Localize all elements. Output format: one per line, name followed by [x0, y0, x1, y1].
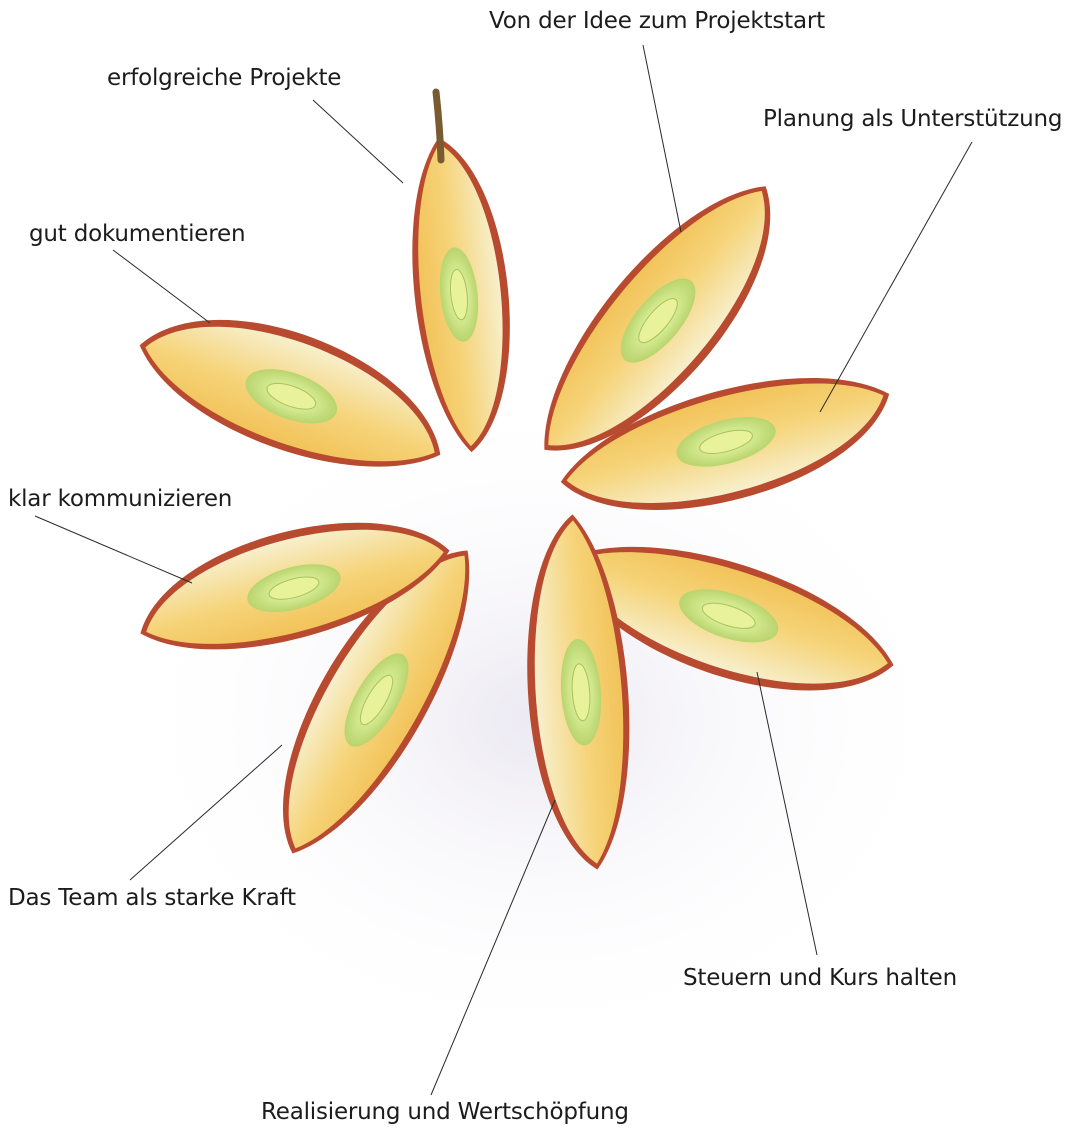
leader-line-team	[130, 745, 282, 880]
leader-line-steuern	[757, 672, 817, 955]
label-erfolg: erfolgreiche Projekte	[107, 67, 341, 90]
label-doku: gut dokumentieren	[29, 223, 245, 246]
label-planung: Planung als Unterstützung	[763, 108, 1062, 131]
leader-line-kommunikation	[35, 516, 192, 583]
leader-line-idee	[643, 45, 681, 232]
label-realisierung: Realisierung und Wertschöpfung	[261, 1101, 629, 1124]
leader-line-doku	[113, 250, 210, 323]
label-kommunikation: klar kommunizieren	[8, 488, 232, 511]
leader-line-realisierung	[431, 800, 555, 1095]
leader-line-erfolg	[313, 100, 403, 183]
leader-line-planung	[820, 142, 972, 412]
label-idee: Von der Idee zum Projektstart	[489, 10, 825, 33]
label-team: Das Team als starke Kraft	[8, 887, 296, 910]
label-steuern: Steuern und Kurs halten	[683, 967, 957, 990]
